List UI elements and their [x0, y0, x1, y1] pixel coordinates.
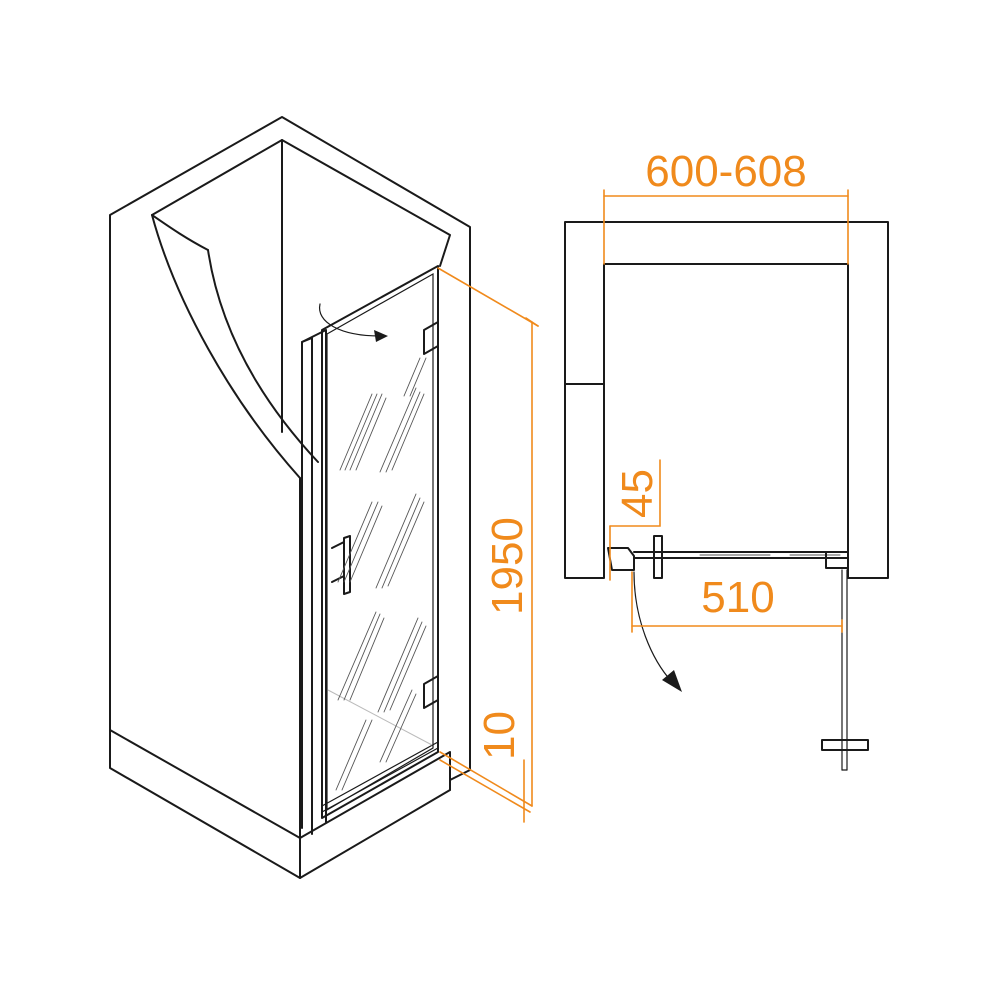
- door-bottom-seal: [321, 741, 439, 813]
- door-opening-arrowhead: [374, 330, 388, 342]
- plan-view: 600-608 45 510: [564, 147, 889, 771]
- glass-reflections: [335, 357, 427, 791]
- plan-wall-profile: [607, 547, 635, 571]
- dim-height-extension-top: [437, 267, 539, 327]
- wall-profile-post: [301, 337, 313, 835]
- plan-hinge: [825, 551, 849, 569]
- plan-left-wall-lower: [564, 383, 605, 579]
- door-panel-inner: [326, 272, 434, 812]
- plan-swing-arrowhead: [662, 670, 682, 692]
- plan-door-open: [841, 569, 848, 771]
- dim-width-label: 600-608: [645, 147, 806, 196]
- dim-offset-ext: [609, 459, 661, 527]
- plan-door-leaf: [633, 551, 849, 559]
- dim-threshold-extension-b: [439, 759, 531, 813]
- wall-top-edge: [151, 214, 209, 251]
- hinge-bottom: [423, 675, 439, 709]
- dim-threshold-label: 10: [475, 711, 524, 760]
- wall-cutaway-curve-inner: [207, 249, 319, 463]
- dim-height-label: 1950: [483, 517, 532, 615]
- dim-door-width-label: 510: [701, 573, 774, 622]
- wall-profile-cap: [301, 329, 327, 823]
- niche-top-opening: [151, 139, 451, 267]
- door-opening-arrow: [319, 303, 381, 337]
- plan-wall-outline: [564, 221, 889, 579]
- base-right-edge: [299, 751, 451, 839]
- hinge-top: [423, 321, 439, 355]
- isometric-view: 1950 10: [109, 116, 539, 879]
- door-handle: [331, 535, 351, 595]
- plan-handle-knob: [653, 535, 663, 579]
- wall-cutaway-curve-outer: [151, 214, 301, 479]
- plan-open-handle: [821, 739, 869, 751]
- floor-line: [327, 689, 433, 746]
- dim-height-tick-top: [525, 317, 539, 327]
- dim-offset-label: 45: [613, 469, 662, 518]
- plan-swing-arc: [633, 571, 673, 683]
- dim-threshold-extension-a: [439, 751, 533, 807]
- door-panel: [321, 265, 439, 819]
